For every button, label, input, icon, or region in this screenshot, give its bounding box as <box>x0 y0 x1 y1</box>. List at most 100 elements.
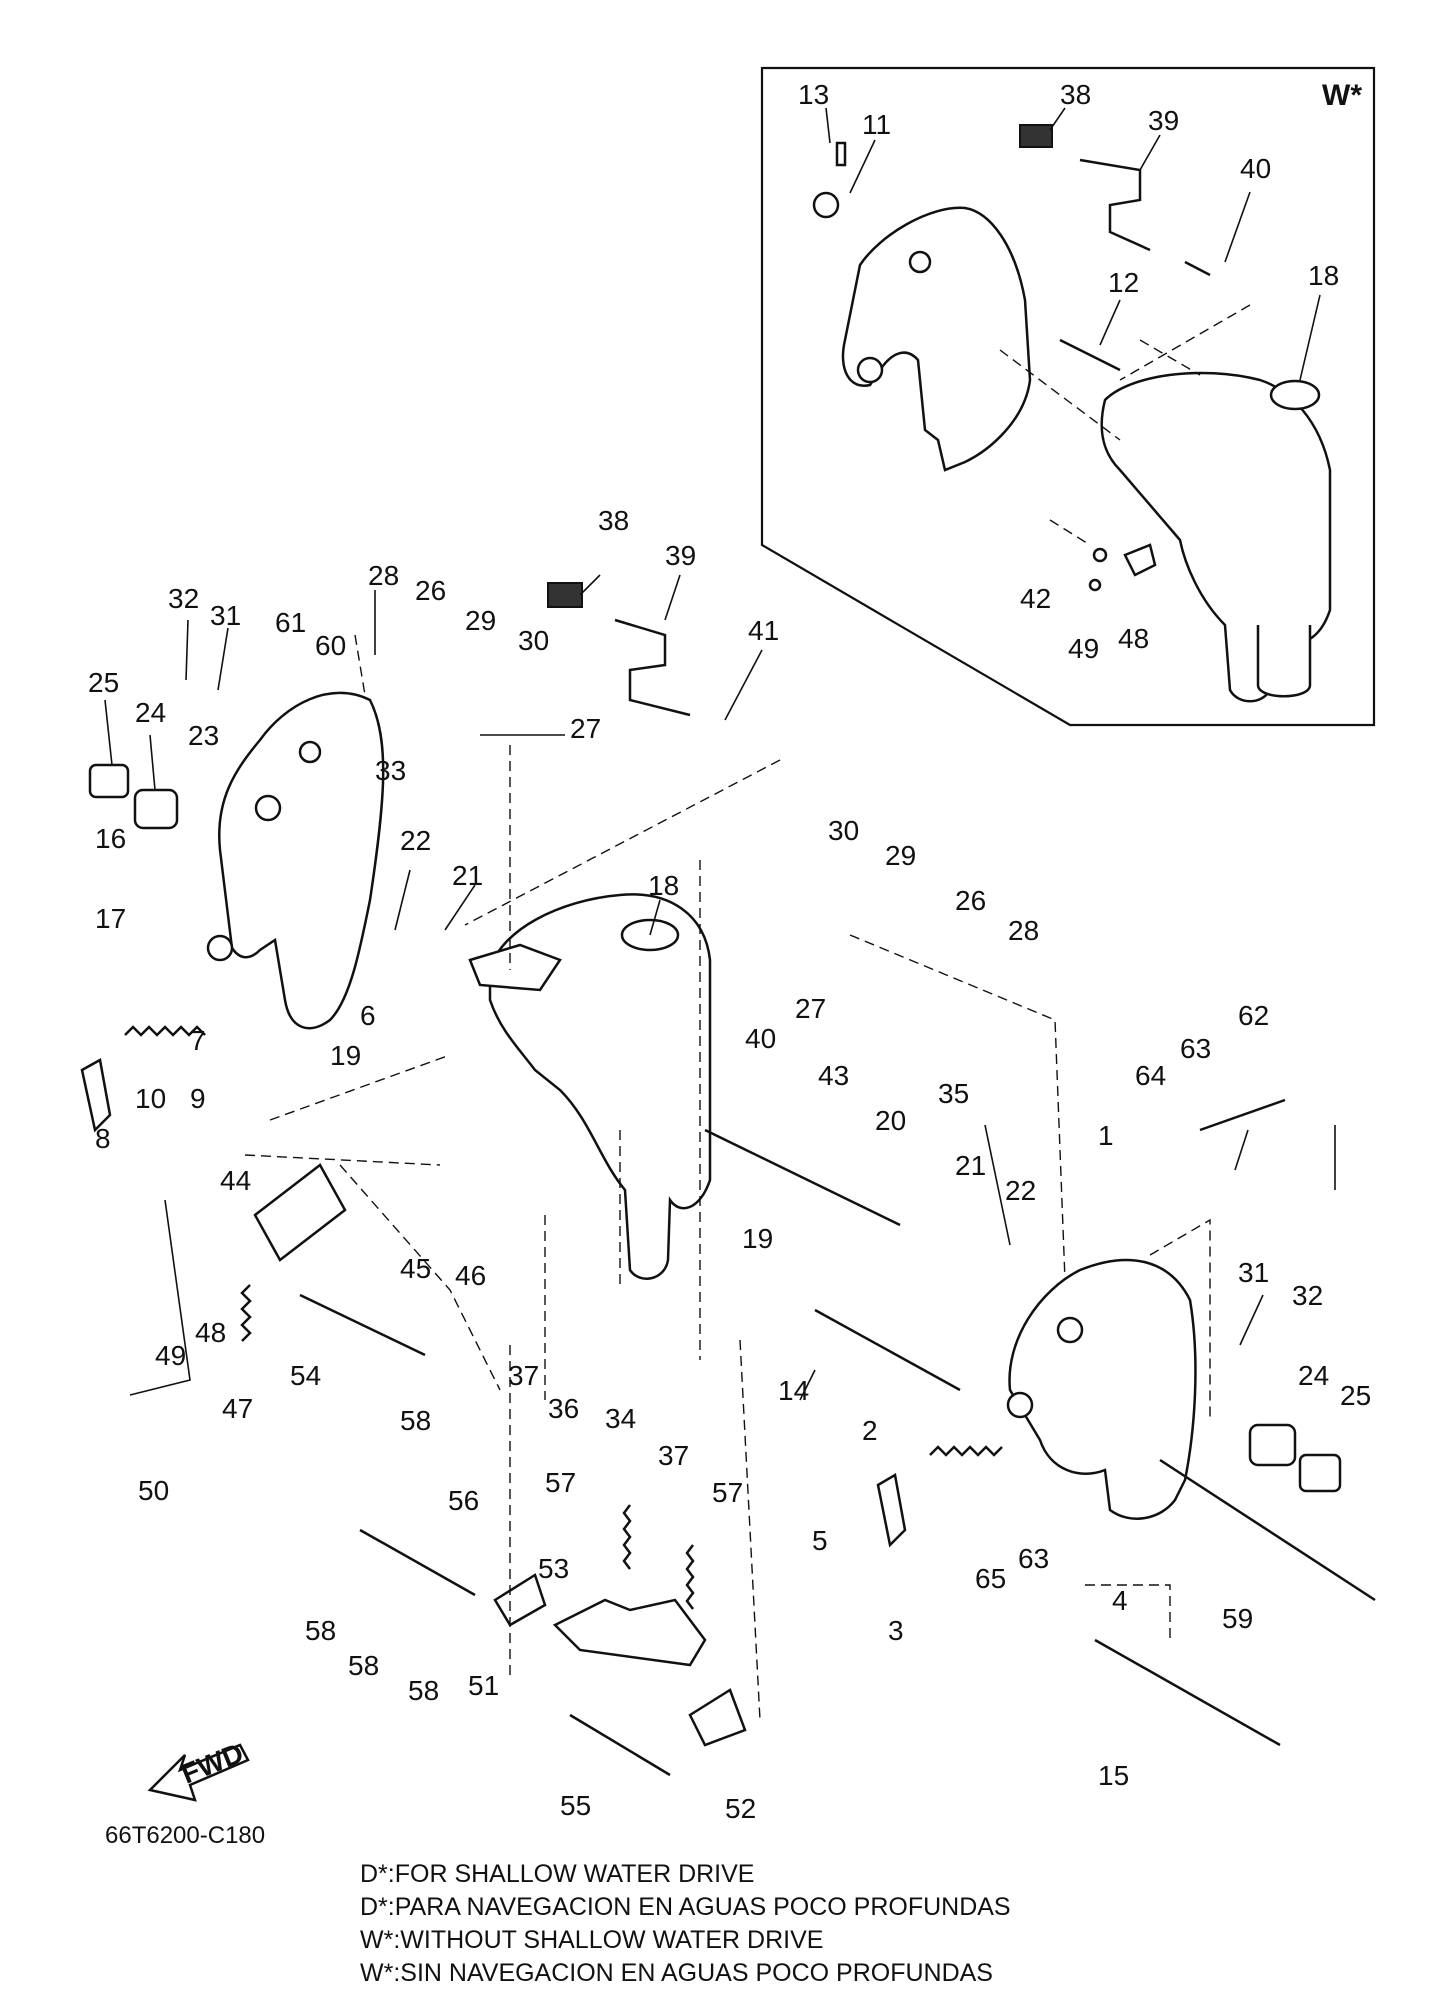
right-bracket-hole <box>1006 1391 1034 1419</box>
callout-c53: 53 <box>538 1553 569 1584</box>
callout-c46: 46 <box>455 1260 486 1291</box>
rod-54 <box>299 1293 426 1357</box>
callout-c22a: 22 <box>400 825 431 856</box>
callout-c7: 7 <box>190 1025 206 1056</box>
callout-c56: 56 <box>448 1485 479 1516</box>
callout-c25a: 25 <box>88 667 119 698</box>
callout-c58b: 58 <box>305 1615 336 1646</box>
callout-c20: 20 <box>875 1105 906 1136</box>
inset-bracket-hole <box>908 250 932 274</box>
callout-c21a: 21 <box>452 860 483 891</box>
callout-w13: 13 <box>798 79 829 110</box>
main-parts <box>80 582 1376 1802</box>
spring-7 <box>124 1025 206 1037</box>
callout-w39: 39 <box>1148 105 1179 136</box>
callout-c63a: 63 <box>1180 1033 1211 1064</box>
callout-c65: 65 <box>975 1563 1006 1594</box>
callout-c25b: 25 <box>1340 1380 1371 1411</box>
callout-c30a: 30 <box>518 625 549 656</box>
callout-w11: 11 <box>862 109 891 140</box>
callout-c4: 4 <box>1112 1585 1128 1616</box>
callout-c58c: 58 <box>348 1650 379 1681</box>
callout-c32b: 32 <box>1292 1280 1323 1311</box>
spring-47 <box>240 1284 252 1342</box>
callout-w48: 48 <box>1118 623 1149 654</box>
bushing-24-left <box>133 788 179 830</box>
callout-c43: 43 <box>818 1060 849 1091</box>
legend-notes: D*:FOR SHALLOW WATER DRIVE D*:PARA NAVEG… <box>360 1858 1011 1990</box>
callout-c21b: 21 <box>955 1150 986 1181</box>
callout-c52: 52 <box>725 1793 756 1824</box>
callout-c54: 54 <box>290 1360 321 1391</box>
right-bracket-hole <box>1056 1316 1084 1344</box>
callout-w49: 49 <box>1068 633 1099 664</box>
callout-c47: 47 <box>222 1393 253 1424</box>
callout-c64: 64 <box>1135 1060 1166 1091</box>
inset-clamp-bracket <box>841 206 1032 472</box>
callout-w40: 40 <box>1240 153 1271 184</box>
callout-c6: 6 <box>360 1000 376 1031</box>
callout-c27b: 27 <box>795 993 826 1024</box>
tilt-grip-38 <box>547 582 583 608</box>
callout-w12: 12 <box>1108 267 1139 298</box>
callout-c29b: 29 <box>885 840 916 871</box>
callout-c59: 59 <box>1222 1603 1253 1634</box>
callout-c31b: 31 <box>1238 1257 1269 1288</box>
callout-c19b: 19 <box>742 1223 773 1254</box>
left-bracket-hole <box>206 934 234 962</box>
note-line: D*:FOR SHALLOW WATER DRIVE <box>360 1860 755 1888</box>
w-variant-inset-frame <box>760 66 1376 727</box>
left-bracket-hole <box>298 740 322 764</box>
inset-collar-11 <box>812 191 840 219</box>
callout-c61: 61 <box>275 607 306 638</box>
link-52 <box>688 1688 747 1747</box>
fwd-label: FWD <box>177 1737 248 1790</box>
tilt-lock-lever <box>468 943 562 992</box>
callout-c28a: 28 <box>368 560 399 591</box>
callout-c22b: 22 <box>1005 1175 1036 1206</box>
spring-2 <box>929 1445 1003 1457</box>
callout-w42: 42 <box>1020 583 1051 614</box>
callout-c57b: 57 <box>712 1477 743 1508</box>
callout-c36: 36 <box>548 1393 579 1424</box>
callout-c26a: 26 <box>415 575 446 606</box>
swivel-bracket <box>488 893 712 1280</box>
callout-w38: 38 <box>1060 79 1091 110</box>
callout-c16: 16 <box>95 823 126 854</box>
link-51 <box>493 1573 547 1627</box>
note-line: W*:WITHOUT SHALLOW WATER DRIVE <box>360 1926 824 1954</box>
callout-c31a: 31 <box>210 600 241 631</box>
callout-c9: 9 <box>190 1083 206 1114</box>
tilt-link-46 <box>253 1163 347 1262</box>
callout-c5: 5 <box>812 1525 828 1556</box>
bolt-15 <box>1094 1638 1281 1747</box>
w-variant-tag: W* <box>1322 79 1362 112</box>
inset-tilt-grip-38 <box>1019 124 1053 148</box>
leader-lines <box>104 107 1336 1401</box>
inset-parts <box>812 124 1332 703</box>
callout-c17: 17 <box>95 903 126 934</box>
callout-c3: 3 <box>888 1615 904 1646</box>
inset-bracket-hole <box>856 356 884 384</box>
diagram-code: 66T6200-C180 <box>105 1822 266 1849</box>
callout-c19a: 19 <box>330 1040 361 1071</box>
left-clamp-bracket <box>218 691 385 1030</box>
callout-c29a: 29 <box>465 605 496 636</box>
callout-c41: 41 <box>748 615 779 646</box>
bolt-59 <box>1159 1458 1376 1602</box>
left-bracket-hole <box>254 794 282 822</box>
callout-c26b: 26 <box>955 885 986 916</box>
callout-c40: 40 <box>745 1023 776 1054</box>
callout-c48: 48 <box>195 1317 226 1348</box>
callout-c51: 51 <box>468 1670 499 1701</box>
callout-c24a: 24 <box>135 697 166 728</box>
callout-c27a: 27 <box>570 713 601 744</box>
spring-57-left <box>622 1504 632 1570</box>
callout-c49: 49 <box>155 1340 186 1371</box>
callout-c58a: 58 <box>400 1405 431 1436</box>
swivel-shaft-20 <box>704 1128 901 1227</box>
callout-c30b: 30 <box>828 815 859 846</box>
callout-c24b: 24 <box>1298 1360 1329 1391</box>
callout-c10: 10 <box>135 1083 166 1114</box>
